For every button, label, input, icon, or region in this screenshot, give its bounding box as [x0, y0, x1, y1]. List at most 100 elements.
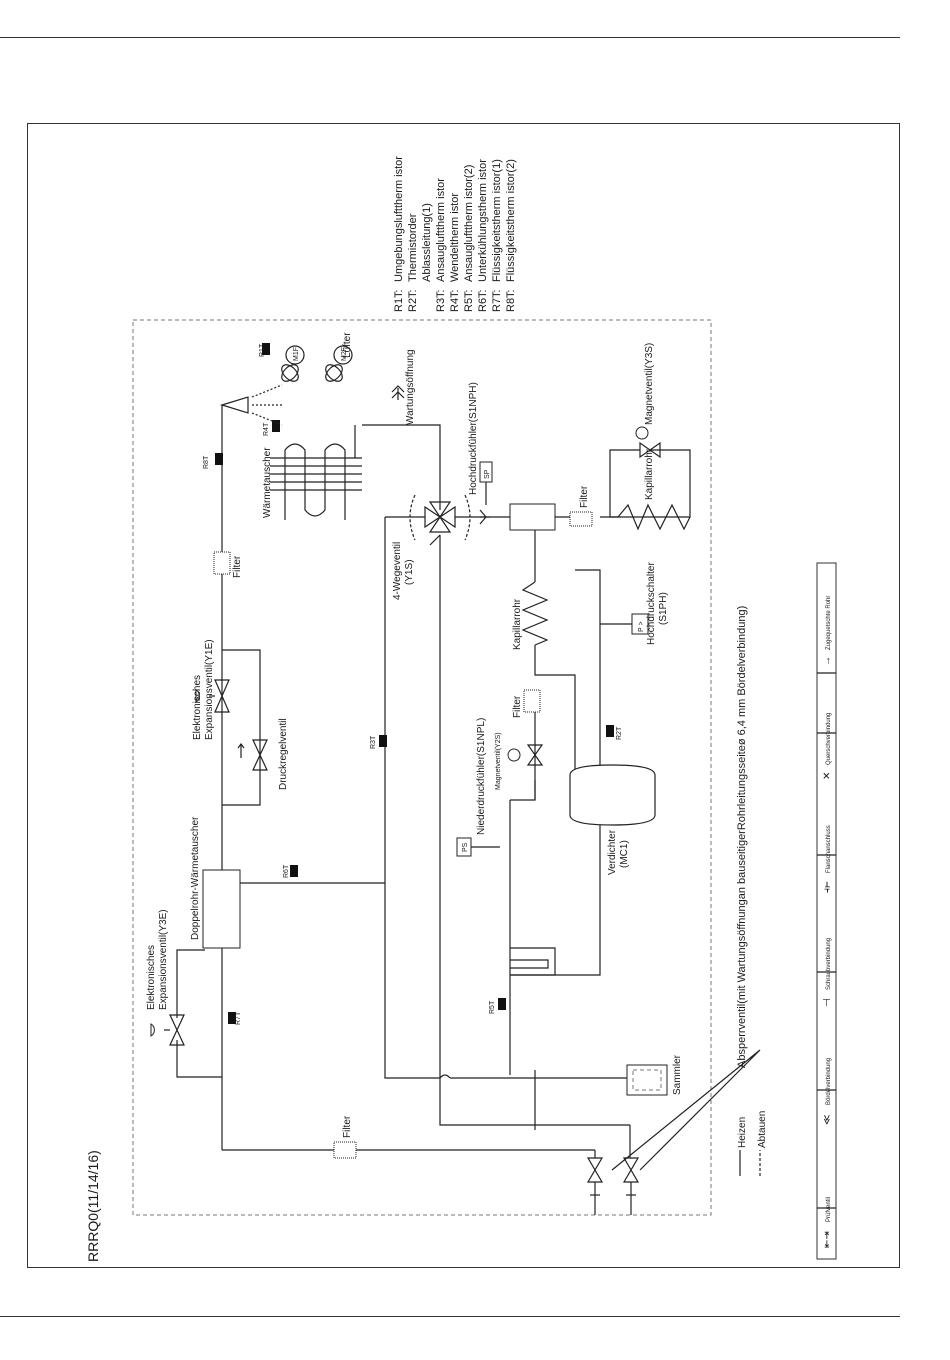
sensor-r1t: [262, 343, 270, 355]
symbol-flansch-label: Flanschanschluss: [826, 825, 832, 873]
kapillarrohr-1-label: Kapillarrohr: [512, 598, 523, 650]
piping: [176, 405, 691, 1151]
legend-text-r2t: Thermistorder: [407, 213, 419, 282]
legend-text-r8t: Flüssigkeitstherm istor(2): [505, 159, 517, 282]
bottom-rule: [0, 1316, 900, 1317]
legend-text-r5t: Ansauglufttherm istor(2): [463, 165, 475, 282]
model-label: RRRQ0(11/14/16): [85, 1150, 101, 1262]
legend-text-r4t: Wendeltherm istor: [449, 193, 461, 282]
sensor-r7t-tag: R7T: [235, 1011, 242, 1025]
ps-tag: PS: [462, 842, 469, 852]
symbol-zuge-glyph: →: [822, 656, 833, 666]
service-port-label: Wartungsöffnung: [405, 349, 416, 425]
high-pressure-sensor: SP: [479, 461, 493, 525]
legend-text-r1t: Umgebungslufttherm istor: [393, 156, 405, 282]
y1e-label-2: Expansionsventil(Y1E): [204, 639, 215, 740]
hochdruckschalter-label: Hochdruckschalter: [646, 562, 657, 645]
fan-m1f-label: M1F: [293, 347, 300, 361]
low-pressure-sensor: PS: [456, 837, 500, 857]
legend-text-r7t: Flüssigkeitstherm istor(1): [491, 159, 503, 282]
unit-boundary: [132, 319, 712, 1216]
legend-code-r7t: R7T:: [491, 289, 503, 312]
symbol-zuge-label: Zugequetschte Rohr: [826, 596, 832, 650]
sensor-r4t: [272, 420, 280, 432]
niederdruckfuehler-label: Niederdruckfühler(S1NPL): [476, 718, 487, 835]
filter-top-label: Filter: [232, 555, 243, 578]
expansion-valve-y3e: [150, 1014, 185, 1046]
legend-code-r1t: R1T:: [393, 289, 405, 312]
pressure-regulating-valve: [237, 739, 268, 771]
filter-hp-label: Filter: [579, 485, 590, 508]
fan-m2f: M2F: [325, 345, 353, 382]
magnetventil-y3s-label: Magnetventil(Y3S): [644, 343, 655, 425]
verdichter-label: Verdichter: [607, 829, 618, 875]
legend-code-r4t: R4T:: [449, 289, 461, 312]
filter-hp: [569, 511, 593, 527]
symbol-schraub-label: Schraubverbindung: [826, 938, 832, 990]
capillary-tube-1: [521, 581, 549, 646]
sensor-r5t: [498, 998, 506, 1010]
stop-valve-gas: [622, 1125, 640, 1215]
oil-separator: [509, 503, 556, 531]
stop-valve-liquid: [586, 1150, 604, 1215]
y1e-label-1: Elektronisches: [192, 675, 203, 740]
stop-valve-note: Absperrventil(mit Wartungsöffnungan baus…: [736, 606, 748, 1068]
compressor: [569, 764, 656, 826]
sensor-r6t-tag: R6T: [283, 864, 290, 878]
sensor-r2t-tag: R2T: [616, 726, 623, 740]
hp-switch-tag: P >: [638, 621, 645, 632]
expansion-valve-y1e: [195, 679, 230, 713]
y3e-label-2: Expansionsventil(Y3E): [158, 909, 169, 1010]
kapillarrohr-2-label: Kapillarrohr: [644, 448, 655, 500]
sensor-r5t-tag: R5T: [489, 1000, 496, 1014]
solenoid-valve-y3s: [635, 426, 661, 459]
legend-text-r6t: Unterkühlungstherm istor: [477, 159, 489, 282]
heizen-label: Heizen: [737, 1117, 748, 1148]
symbol-quetsch-glyph: ✕: [822, 772, 833, 780]
legend-code-r8t: R8T:: [505, 289, 517, 312]
sensor-legend: R1T: Umgebungslufttherm istor R2T: Therm…: [393, 156, 517, 312]
sensor-r8t: [215, 453, 223, 465]
four-way-valve: [409, 494, 471, 546]
sensor-r3t-tag: R3T: [370, 735, 377, 749]
diagram-frame: [27, 123, 900, 1268]
y3e-label-1: Elektronisches: [146, 945, 157, 1010]
symbol-flansch-glyph: ⫞⊢: [822, 881, 833, 893]
legend-text-r3t: Ansauglufttherm istor: [435, 178, 447, 282]
high-pressure-switch: [631, 613, 649, 635]
sensor-r7t: [228, 1012, 236, 1024]
legend-code-r5t: R5T:: [463, 289, 475, 312]
hochdruckschalter-code: (S1PH): [658, 592, 669, 625]
four-way-valve-label: 4-Wegeventil: [392, 542, 403, 600]
verdichter-code: (MC1): [619, 840, 630, 868]
legend-code-r6t: R6T:: [477, 289, 489, 312]
legend-code-r2t: R2T:: [407, 289, 419, 312]
double-pipe-heat-exchanger: [202, 869, 241, 949]
heat-exchanger-coil: [270, 443, 362, 520]
filter-bottom: [333, 1141, 357, 1159]
magnetventil-y2s-label: Magnetventil(Y2S): [495, 732, 502, 790]
sensor-r8t-tag: R8T: [203, 455, 210, 469]
hochdruckfuehler-label: Hochdruckfühler(S1NPH): [468, 382, 479, 495]
filter-mid: [523, 689, 541, 713]
symbol-pruefventil-glyph: ⇤⇥: [822, 1231, 833, 1248]
sensor-r2t: [606, 725, 614, 737]
sp-tag: SP: [484, 469, 491, 479]
filter-top: [213, 551, 231, 575]
fan-m1f: M1F: [281, 345, 305, 382]
symbol-legend-box: [816, 562, 837, 1260]
doppelrohr-label: Doppelrohr-Wärmetauscher: [190, 816, 201, 940]
fan-m2f-label: M2F: [341, 347, 348, 361]
abtauen-label: Abtauen: [757, 1111, 768, 1148]
lufter-label: Lüfter: [342, 332, 353, 358]
filter-mid-label: Filter: [512, 695, 523, 718]
symbol-pruefventil-label: Prüfventil: [826, 1197, 832, 1222]
service-port-icon: [391, 385, 405, 400]
solenoid-valve-y2s: [507, 744, 544, 766]
stop-valve-leaders: [611, 1049, 761, 1171]
sensor-r3t: [379, 735, 387, 747]
sammler-label: Sammler: [672, 1054, 683, 1095]
symbol-boerdel-label: Bördelverbindung: [826, 1058, 832, 1105]
top-rule: [0, 37, 900, 38]
